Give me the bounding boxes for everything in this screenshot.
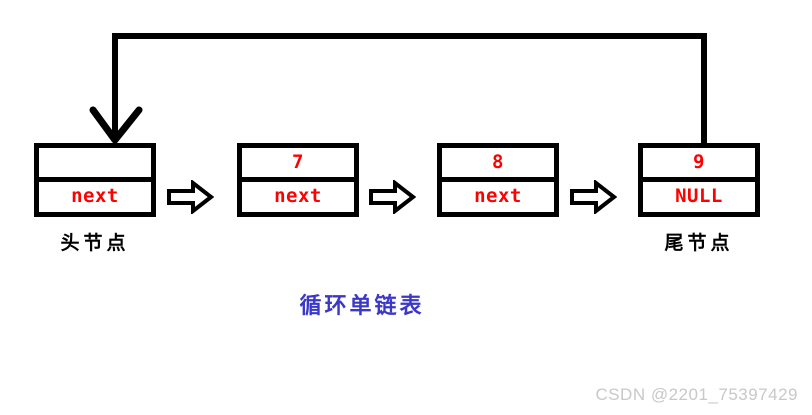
node-tail-caption: 尾节点 — [664, 232, 734, 254]
node-head: next — [34, 143, 156, 217]
node-9-data: 9 — [693, 150, 705, 173]
node-8-link: next — [442, 176, 554, 212]
node-7-link: next — [242, 176, 354, 212]
node-8-data: 8 — [492, 150, 504, 173]
node-head-data — [39, 148, 151, 177]
node-8: 8 next — [437, 143, 559, 217]
figure-caption: 循环单链表 — [0, 288, 812, 320]
watermark: CSDN @2201_75397429 — [595, 385, 798, 404]
connector-8-to-9-icon — [570, 180, 617, 214]
node-9-link: NULL — [643, 176, 755, 212]
node-9-tail: 9 NULL — [638, 143, 760, 217]
connector-7-to-8-icon — [369, 180, 416, 214]
node-head-link: next — [39, 176, 151, 212]
figure-caption-text: 循环单链表 — [299, 293, 425, 319]
node-head-caption: 头节点 — [60, 232, 130, 254]
node-7-data: 7 — [292, 150, 304, 173]
connector-head-to-7-icon — [167, 180, 214, 214]
node-7: 7 next — [237, 143, 359, 217]
